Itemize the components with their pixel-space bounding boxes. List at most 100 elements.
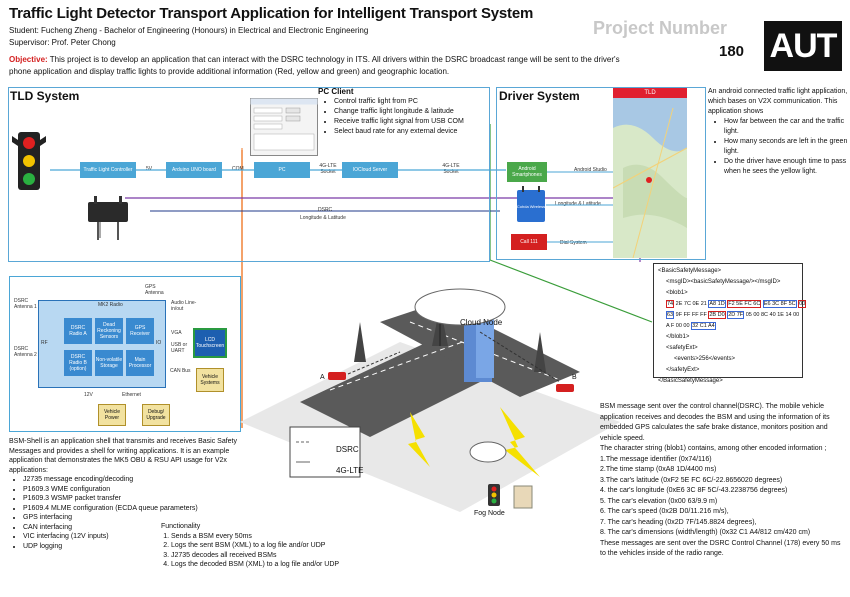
nonvolatile-box: Non-volatile Storage [95, 350, 123, 376]
xml-line: <msgID><basicSafetyMessage/></msgID> [666, 279, 781, 285]
debug-upgrade-box: Debug/ Upgrade [142, 404, 170, 426]
shell-item: P1609.3 WME configuration [23, 485, 241, 495]
dsrc-antenna-2-label: DSRC Antenna 2 [14, 346, 37, 358]
vehicle-power-box: Vehicle Power [98, 404, 126, 426]
pc-client-item: Receive traffic light signal from USB CO… [334, 117, 476, 127]
bsm-item: 1.The message identifier (0x74/116) [600, 455, 712, 463]
xml-line: <BasicSafetyMessage> [658, 268, 722, 274]
student-line: Student: Fucheng Zheng - Bachelor of Eng… [9, 26, 369, 35]
bsm-xml-box: <BasicSafetyMessage> <msgID><basicSafety… [653, 263, 807, 384]
project-number: 180 [719, 43, 745, 60]
vga-label: VGA [171, 330, 182, 336]
can-label: CAN Bus [170, 368, 191, 374]
traffic-light-icon [12, 132, 46, 190]
bsm-paragraph: BSM message sent over the control channe… [600, 403, 830, 442]
bsm-paragraph: These messages are sent over the DSRC Co… [600, 539, 841, 558]
arduino-box: Arduino UNO board [166, 162, 222, 178]
app-description: An android connected traffic light appli… [708, 87, 848, 177]
shell-intro: BSM-Shell is an application shell that t… [9, 438, 237, 474]
shell-item: J2735 message encoding/decoding [23, 475, 241, 485]
longlat-link-label: Longitude & Latitude [300, 215, 346, 221]
driver-title: Driver System [499, 89, 580, 103]
app-feature: How far between the car and the traffic … [724, 117, 848, 137]
bsm-item: 7. The car's heading (0x2D 7F/145.8824 d… [600, 518, 757, 526]
call-111-box: Call 111 [511, 234, 547, 250]
blob-row: 74 2E 7C 0E 21 A8 1D F2 5E FC 6C E6 3C 8… [666, 300, 807, 308]
project-number-label: Project Number [593, 18, 728, 38]
bsm-shell-description: BSM-Shell is an application shell that t… [9, 437, 241, 551]
dial-system-label: Dial System [560, 240, 587, 246]
io-label: IO [156, 340, 162, 346]
obu-block-diagram [9, 276, 241, 432]
android-studio-label: Android Studio [574, 167, 607, 173]
pc-client-item: Control traffic light from PC [334, 97, 476, 107]
lcd-box: LCD Touchscreen [193, 328, 227, 358]
functionality-heading: Functionality [161, 523, 201, 530]
tld-system-panel [8, 87, 490, 262]
shell-item: P1609.4 MLME configuration (ECDA queue p… [23, 504, 241, 514]
app-feature: How many seconds are left in the green l… [724, 137, 848, 157]
radio-b-box: DSRC Radio B (option) [64, 350, 92, 376]
link-5v: 5V [146, 166, 153, 172]
shell-item: UDP logging [23, 542, 241, 552]
cohda-label: Cohda Wireless [516, 204, 546, 209]
vehicle-systems-box: Vehicle Systems [196, 368, 224, 392]
cohda-device-icon [517, 186, 545, 222]
main-processor-box: Main Processor [126, 350, 154, 376]
intersection-scene [240, 288, 620, 512]
shell-item: VIC interfacing (12V inputs) [23, 532, 241, 542]
xml-line: </safetyExt> [666, 367, 700, 373]
blob-row: A F 00 00 32 C1 A4 [666, 322, 716, 330]
pc-client-window [250, 98, 318, 156]
ethernet-label: Ethernet [122, 392, 141, 398]
dead-reckoning-box: Dead Reckoning Sensors [95, 318, 123, 344]
car-a-label: A [320, 374, 325, 381]
legend-dsrc: DSRC [336, 445, 359, 454]
app-bar-title: TLD [644, 90, 656, 96]
functionality-item: Logs the decoded BSM (XML) to a log file… [171, 560, 361, 570]
app-intro: An android connected traffic light appli… [708, 88, 848, 115]
pc-box: PC [254, 162, 310, 178]
audio-label: Audio Line-in/out [171, 300, 197, 312]
dsrc-link-label: DSRC [318, 207, 333, 213]
bsm-explanation: BSM message sent over the control channe… [600, 402, 845, 560]
pc-client-notes: PC Client Control traffic light from PC … [318, 87, 476, 137]
objective-text: This project is to develop an applicatio… [9, 55, 620, 76]
pc-client-heading: PC Client [318, 87, 354, 96]
functionality-item: J2735 decodes all received BSMs [171, 551, 361, 561]
fog-node-label: Fog Node [474, 510, 505, 517]
xml-line: <events>256</events> [674, 356, 736, 362]
aut-logo: AUT [764, 21, 842, 71]
bsm-item: 4. the car's longitude (0xE6 3C 8F 5C/-4… [600, 487, 788, 494]
legend-lte: 4G-LTE [336, 466, 364, 475]
bsm-item: 8. The car's dimensions (width/length) (… [600, 529, 811, 536]
mk2-label: MK2 Radio [98, 302, 123, 308]
xml-line: </BasicSafetyMessage> [658, 378, 723, 384]
objective-label: Objective: [9, 55, 48, 64]
gps-antenna-label: GPS Antenna [145, 284, 164, 296]
shell-item: GPS interfacing [23, 513, 241, 523]
android-box: Android Smartphones [507, 162, 547, 182]
bsm-item: 6. The car's speed (0x2B D0/11.216 m/s), [600, 508, 729, 515]
usb-label: USB or UART [171, 342, 188, 354]
rsu-device-icon [88, 196, 128, 240]
bsm-item: 3.The car's latitude (0xF2 5E FC 6C/-22.… [600, 476, 783, 484]
iocloud-box: IOCloud Server [342, 162, 398, 178]
12v-label: 12V [84, 392, 93, 398]
link-lte-2: 4G-LTE Socket [442, 163, 460, 175]
gps-receiver-box: GPS Receiver [126, 318, 154, 344]
radio-a-box: DSRC Radio A [64, 318, 92, 344]
poster-title: Traffic Light Detector Transport Applica… [9, 5, 534, 22]
driver-system-panel [496, 87, 706, 260]
app-feature: Do the driver have enough time to pass w… [724, 157, 848, 177]
objective: Objective: This project is to develop an… [9, 54, 624, 78]
xml-line: </blob1> [666, 334, 690, 340]
pc-client-item: Change traffic light longitude & latitud… [334, 107, 476, 117]
cloud-node-label: Cloud Node [460, 318, 503, 327]
rf-label: RF [41, 340, 48, 346]
shell-item: CAN interfacing [23, 523, 241, 533]
functionality-item: Sends a BSM every 50ms [171, 532, 361, 542]
xml-line: <blob1> [666, 290, 688, 296]
bsm-item: 2.The time stamp (0xA8 1D/4400 ms) [600, 466, 717, 473]
